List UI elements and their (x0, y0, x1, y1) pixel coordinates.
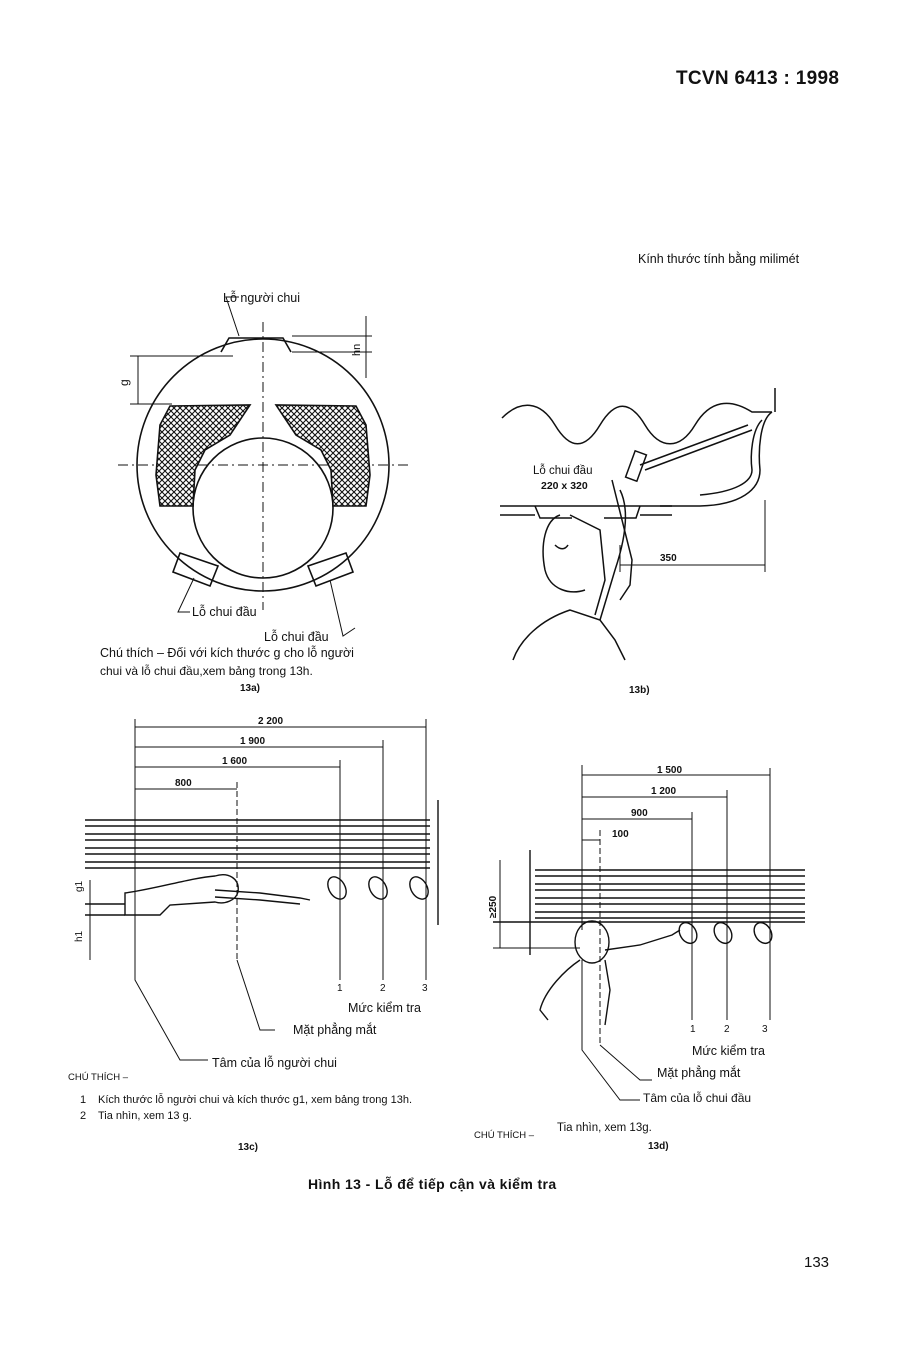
fig-a-label-top: Lỗ người chui (223, 290, 300, 305)
fig-c-dim-1900: 1 900 (240, 736, 265, 747)
fig-a-label-bottom-left: Lỗ chui đầu (192, 604, 257, 619)
fig-c-note-1-num: 1 (80, 1094, 86, 1106)
fig-c-dim-1600: 1 600 (222, 756, 247, 767)
figure-13b-drawing (500, 388, 776, 661)
fig-c-label-center: Tâm của lỗ người chui (212, 1055, 337, 1070)
fig-a-sublabel: 13a) (240, 683, 260, 694)
fig-d-notes-title: CHÚ THÍCH – (474, 1130, 535, 1141)
units-note: Kính thước tính bằng milimét (638, 252, 800, 266)
fig-a-label-g: g (117, 379, 131, 386)
fig-c-level-2: 2 (380, 983, 386, 994)
fig-b-sublabel: 13b) (629, 685, 650, 696)
fig-d-dim-1200: 1 200 (651, 786, 676, 797)
fig-d-label-eye: Mặt phẳng mắt (657, 1065, 741, 1080)
fig-c-note-2-num: 2 (80, 1110, 86, 1122)
figure-caption: Hình 13 - Lỗ để tiếp cận và kiểm tra (308, 1176, 557, 1192)
fig-c-label-h1: h1 (74, 930, 85, 942)
fig-d-dim-100: 100 (612, 829, 629, 840)
figure-13d-drawing (493, 765, 805, 1101)
fig-a-note-line1: Chú thích – Đối với kích thước g cho lỗ … (100, 645, 354, 660)
fig-d-level-3: 3 (762, 1024, 768, 1035)
fig-d-note: Tia nhìn, xem 13g. (557, 1122, 652, 1134)
fig-b-label-size: 220 x 320 (541, 480, 588, 492)
fig-c-level-3: 3 (422, 983, 428, 994)
fig-c-level-1: 1 (337, 983, 343, 994)
fig-c-label-g1: g1 (74, 880, 85, 892)
fig-d-dim-900: 900 (631, 808, 648, 819)
fig-d-sublabel: 13d) (648, 1141, 669, 1152)
fig-b-label-hole: Lỗ chui đầu (533, 464, 592, 477)
fig-d-dim-1500: 1 500 (657, 765, 682, 776)
fig-d-level-2: 2 (724, 1024, 730, 1035)
figure-13a-drawing (118, 296, 410, 637)
standard-number: TCVN 6413 : 1998 (676, 68, 840, 89)
fig-d-level-1: 1 (690, 1024, 696, 1035)
fig-c-notes-title: CHÚ THÍCH – (68, 1072, 129, 1083)
fig-b-dim: 350 (660, 553, 677, 564)
page-number: 133 (804, 1254, 830, 1271)
fig-c-label-level: Mức kiểm tra (348, 1001, 421, 1015)
fig-c-sublabel: 13c) (238, 1142, 258, 1153)
fig-a-label-bottom-right: Lỗ chui đầu (264, 629, 329, 644)
fig-c-note-2-text: Tia nhìn, xem 13 g. (98, 1110, 192, 1122)
fig-d-label-center: Tâm của lỗ chui đầu (643, 1090, 751, 1105)
fig-c-label-eye: Mặt phẳng mắt (293, 1022, 377, 1037)
fig-d-dim-vertical: ≥250 (488, 895, 499, 918)
fig-d-label-level: Mức kiểm tra (692, 1044, 765, 1058)
fig-c-note-1-text: Kích thước lỗ người chui và kích thước g… (98, 1093, 412, 1106)
figure-13c-drawing (85, 719, 439, 1061)
fig-c-dim-800: 800 (175, 778, 192, 789)
fig-a-note-line2: chui và lỗ chui đầu,xem bảng trong 13h. (100, 663, 313, 678)
fig-c-dim-2200: 2 200 (258, 716, 283, 727)
fig-a-label-h: hn (351, 344, 363, 356)
